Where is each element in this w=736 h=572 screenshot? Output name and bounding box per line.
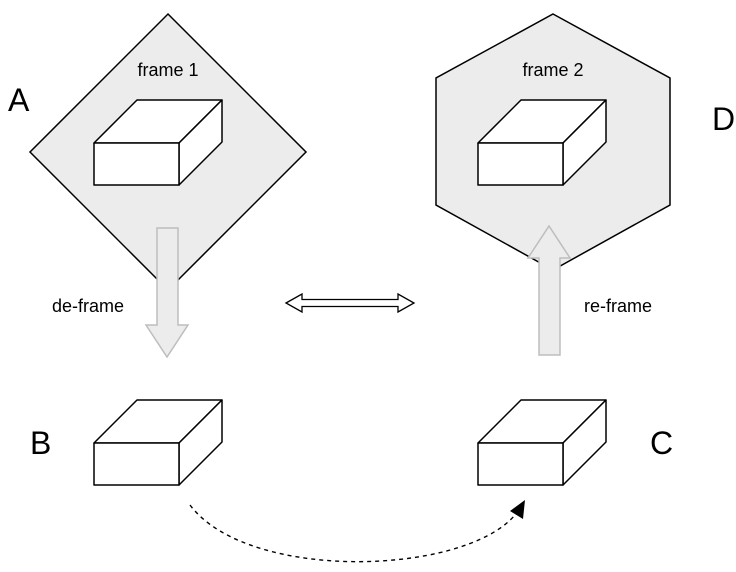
deframe-label: de-frame [52, 296, 124, 316]
box-c [477, 399, 607, 486]
reframe-arrow [526, 224, 572, 356]
deframe-arrow [144, 227, 190, 359]
reframe-label: re-frame [584, 296, 652, 316]
label-d: D [712, 101, 735, 137]
label-c: C [650, 425, 673, 461]
label-b: B [30, 425, 51, 461]
box-b [93, 399, 223, 486]
double-headed-arrow [284, 292, 416, 314]
frame-2-label: frame 2 [522, 60, 583, 80]
dashed-curve-arrowhead [510, 500, 525, 519]
box-in-frame-1 [93, 99, 223, 186]
dashed-transform-curve [189, 504, 521, 563]
frame-1-label: frame 1 [137, 60, 198, 80]
box-in-frame-2 [477, 99, 607, 186]
label-a: A [8, 82, 30, 118]
